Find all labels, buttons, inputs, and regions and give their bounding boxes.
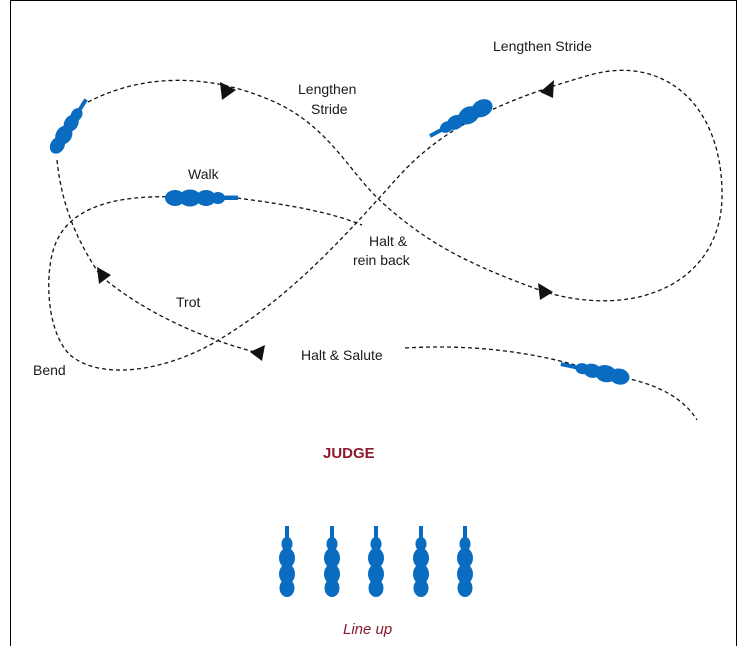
horse-icon [560, 362, 630, 385]
horse-icon [165, 189, 238, 207]
line-up-label: Line up [343, 621, 392, 638]
horse-icon [368, 526, 384, 597]
arrow-icon [540, 80, 554, 98]
label-walk: Walk [188, 166, 220, 182]
horse-icon [279, 526, 295, 597]
label-halt-rein-back-line2: rein back [353, 252, 411, 268]
riding-path-exit [624, 377, 698, 421]
riding-path-walk [236, 197, 363, 226]
label-lengthen-stride-mid-line1: Lengthen [298, 81, 356, 97]
label-lengthen-stride-top: Lengthen Stride [493, 38, 592, 54]
horse-icon [413, 526, 429, 597]
arrow-icon [97, 267, 111, 284]
riding-path-diagonal [56, 159, 256, 353]
label-lengthen-stride-mid-line2: Stride [311, 101, 348, 117]
lineup-group [279, 526, 473, 597]
horse-icon [429, 99, 493, 138]
judge-label: JUDGE [323, 445, 375, 462]
label-halt-rein-back-line1: Halt & [369, 233, 408, 249]
horse-icon [324, 526, 340, 597]
label-trot: Trot [176, 294, 200, 310]
riding-path-salute [404, 346, 576, 366]
horse-icon [49, 98, 88, 154]
arrow-icon [538, 283, 553, 300]
riding-path [48, 69, 723, 371]
label-halt-salute: Halt & Salute [301, 347, 383, 363]
arena-frame [10, 0, 737, 646]
horse-icon [457, 526, 473, 597]
arrow-icon [220, 82, 236, 100]
label-bend: Bend [33, 362, 66, 378]
arrow-icon [250, 345, 265, 361]
